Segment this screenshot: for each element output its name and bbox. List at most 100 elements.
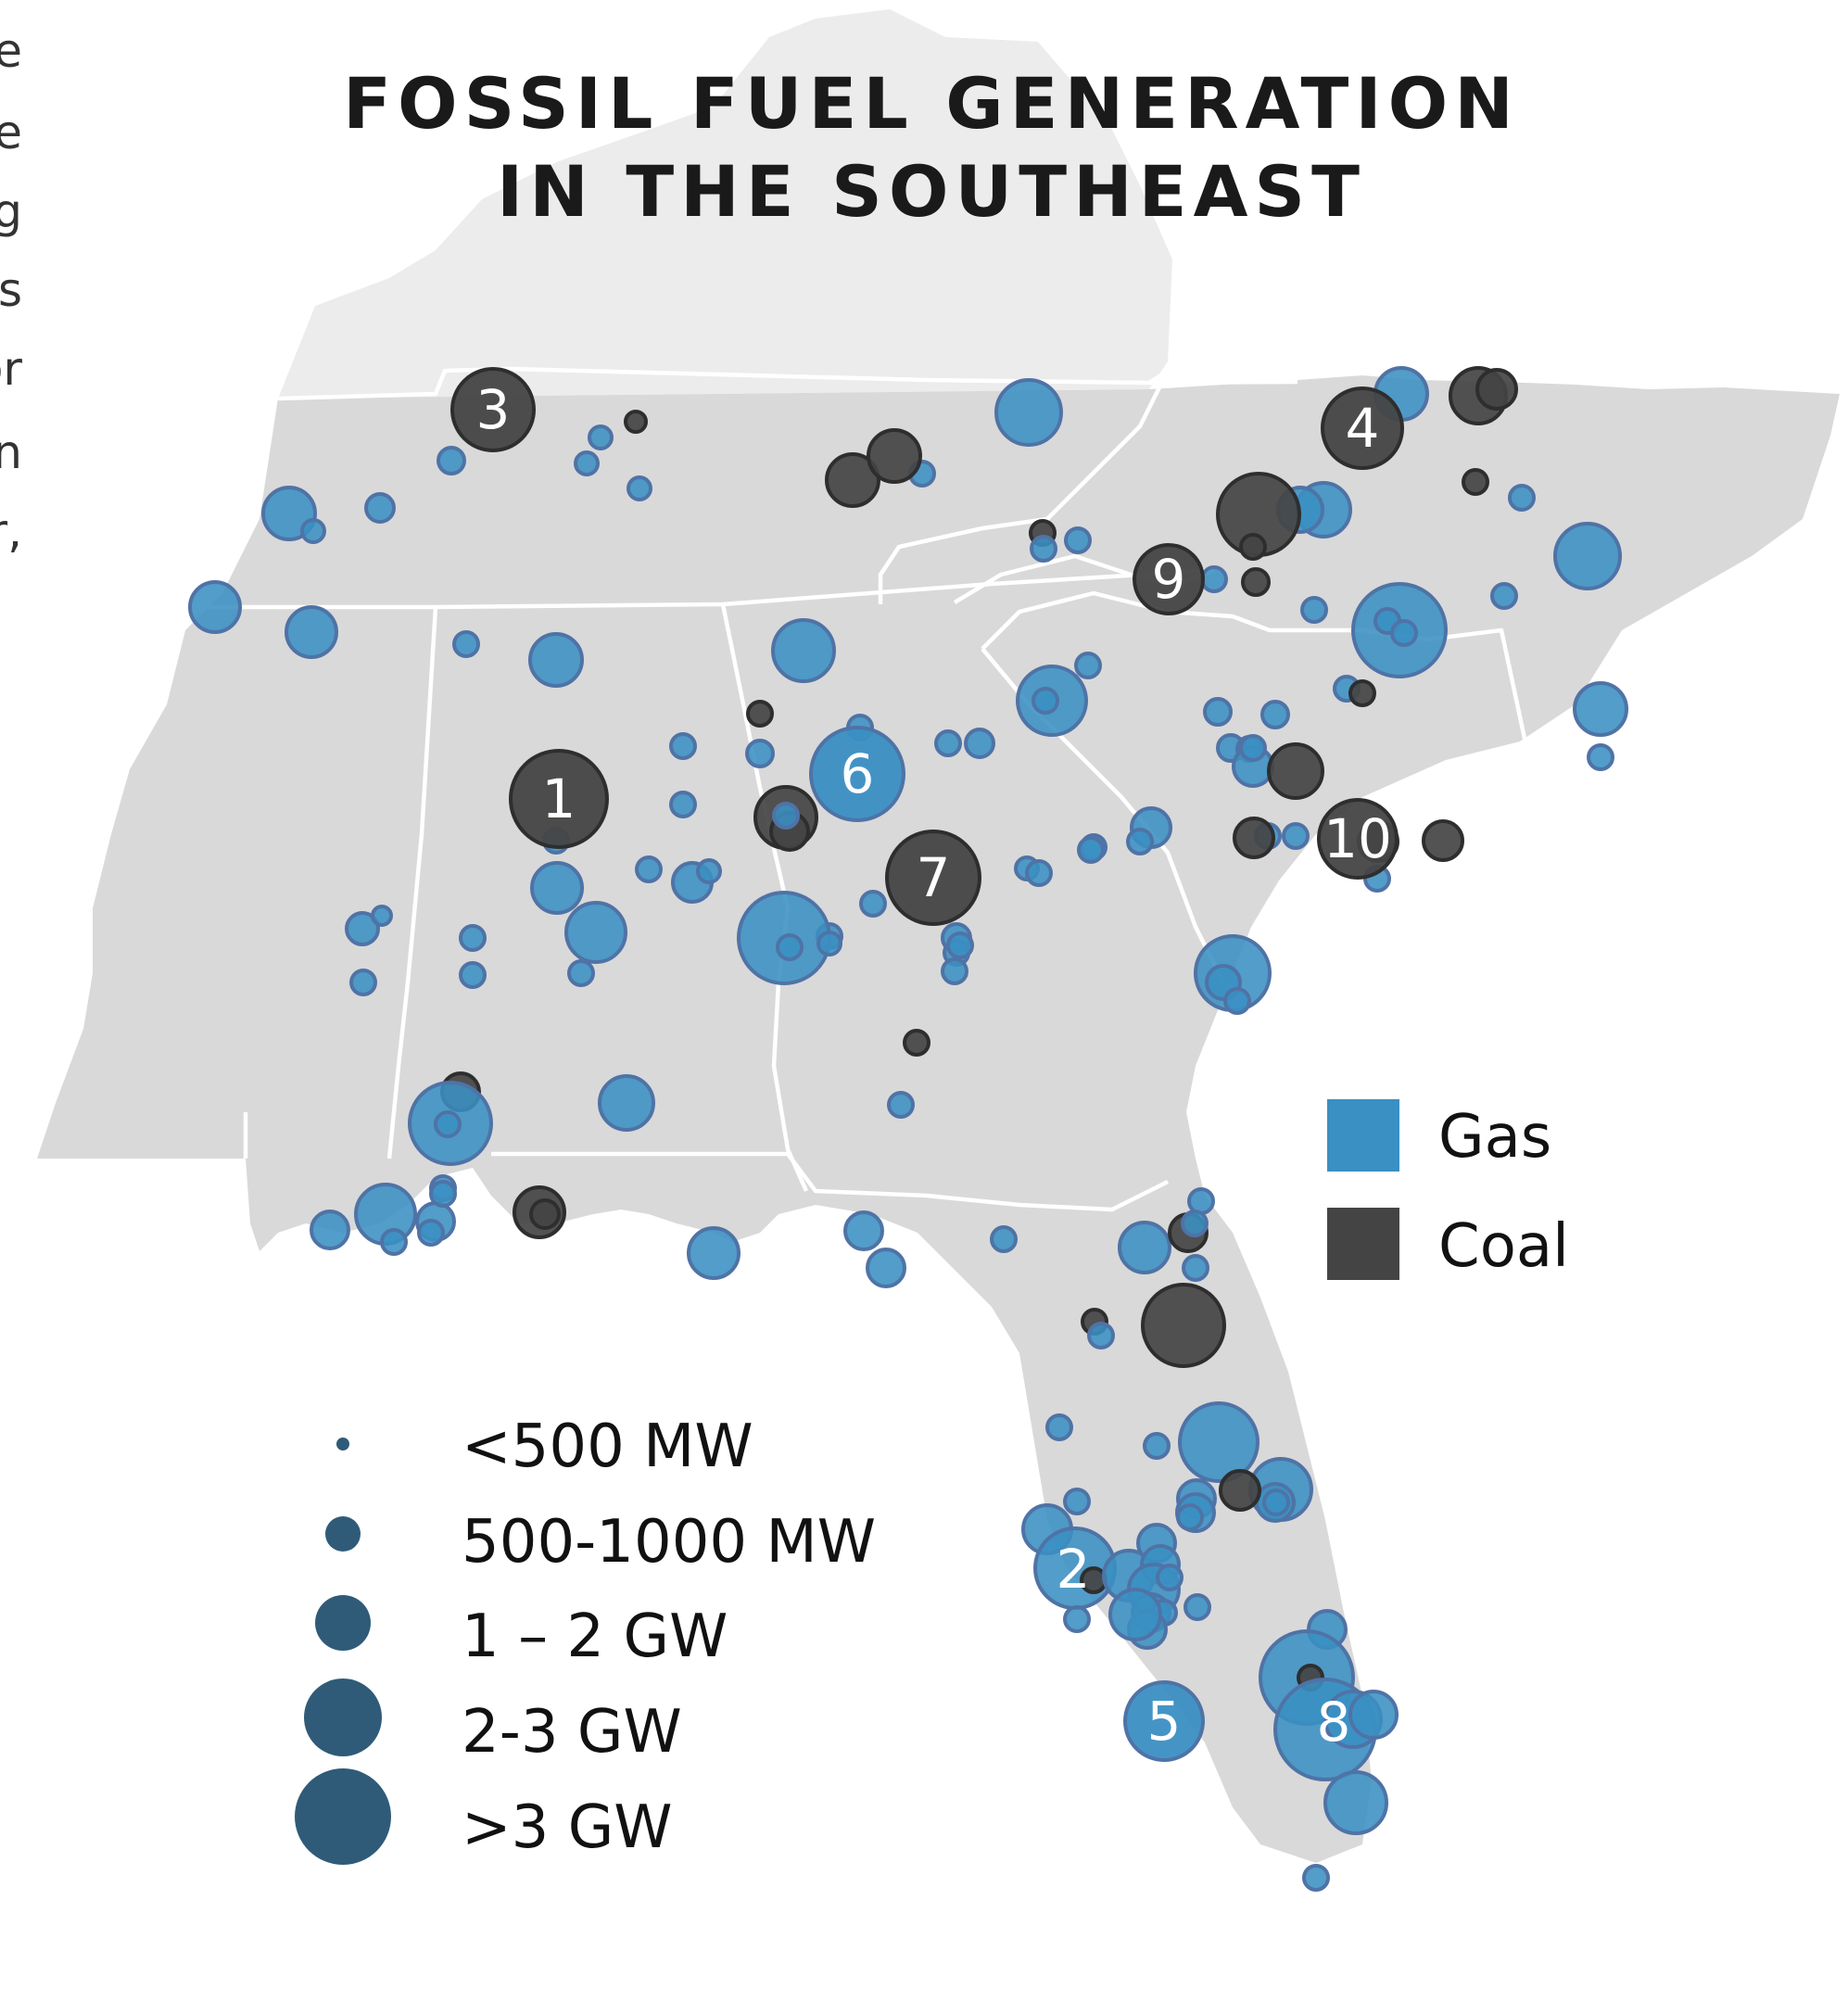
gas-plant-marker: [1587, 743, 1614, 771]
plant-rank-label: 1: [542, 767, 576, 830]
numbered-plant-marker-9: [1133, 543, 1205, 615]
gas-plant-marker: [567, 959, 595, 987]
plant-rank-label: 8: [1317, 1691, 1351, 1754]
numbered-plant-marker-3: [450, 367, 536, 452]
virginia-nc-border: [1147, 340, 1502, 385]
kentucky-shape: [278, 9, 1172, 399]
gas-plant-marker: [669, 732, 697, 760]
coal-plant-marker: [1141, 1283, 1226, 1368]
gas-plant-marker: [1045, 1413, 1073, 1441]
gas-plant-marker: [994, 378, 1063, 447]
southeast-land-mass: [37, 9, 1840, 1863]
map-title-line-1: FOSSIL FUEL GENERATION: [343, 62, 1520, 145]
intro-fragment: or: [0, 342, 22, 396]
gas-plant-marker: [380, 1228, 408, 1256]
gas-plant-marker: [1553, 522, 1622, 590]
numbered-plant-marker-7: [885, 830, 981, 926]
intro-text-fragments: e e g s or n r,: [0, 24, 22, 558]
gas-plant-marker: [530, 861, 584, 915]
power-plant-markers: [188, 366, 1628, 1892]
mississippi-alabama-border: [386, 606, 438, 1159]
gas-plant-marker: [452, 630, 480, 658]
gas-plant-marker: [1302, 1864, 1330, 1892]
size-legend-dot-m: [315, 1595, 371, 1651]
plant-rank-label: 4: [1346, 397, 1380, 460]
numbered-plant-marker-1: [509, 749, 609, 849]
intro-fragment: g: [0, 184, 22, 238]
numbered-plant-marker-5: [1123, 1680, 1205, 1762]
gas-plant-marker: [1300, 596, 1328, 624]
gas-plant-marker: [1064, 526, 1092, 554]
coal-plant-marker: [1233, 817, 1275, 859]
gas-plant-marker: [300, 518, 326, 544]
coal-legend-swatch: [1327, 1208, 1399, 1280]
plant-rank-label: 5: [1147, 1690, 1182, 1753]
coal-plant-marker: [867, 428, 922, 484]
gas-plant-marker: [1262, 1489, 1290, 1516]
gas-plant-marker: [574, 450, 600, 476]
gas-plant-marker: [1143, 1432, 1171, 1460]
gas-plant-marker: [843, 1210, 884, 1251]
coal-plant-marker: [746, 700, 774, 728]
capacity-size-legend: <500 MW 500-1000 MW 1 – 2 GW 2-3 GW >3 G…: [295, 1413, 876, 1865]
gas-legend-label: Gas: [1438, 1103, 1551, 1172]
coal-plant-marker: [529, 1198, 561, 1230]
gas-plant-marker: [1223, 987, 1251, 1015]
gas-plant-marker: [1108, 1588, 1162, 1641]
gas-plant-marker: [771, 618, 836, 683]
gas-plant-marker: [459, 924, 487, 952]
gas-plant-marker: [188, 580, 242, 634]
gas-plant-marker: [1282, 822, 1310, 850]
gas-plant-marker: [285, 605, 338, 659]
gas-plant-marker: [990, 1225, 1018, 1253]
gulf-panhandle-border: [491, 1151, 1170, 1212]
gas-plant-marker: [528, 632, 584, 688]
size-legend-dot-xl: [295, 1768, 391, 1865]
gas-plant-marker: [310, 1210, 350, 1250]
gas-plant-marker: [1183, 1593, 1211, 1621]
gas-plant-marker: [437, 446, 466, 475]
gas-plant-marker: [1490, 582, 1518, 610]
gas-plant-marker: [964, 728, 995, 759]
gas-plant-marker: [1156, 1564, 1183, 1591]
coal-plant-marker: [1219, 1469, 1261, 1512]
gas-plant-marker: [1176, 1503, 1204, 1531]
gas-plant-marker: [1178, 1401, 1259, 1483]
gas-plant-marker: [1025, 859, 1053, 887]
gas-plant-marker: [1200, 565, 1228, 593]
gas-plant-marker: [1348, 1690, 1399, 1740]
size-legend-dot-l: [304, 1679, 382, 1756]
gas-legend-swatch: [1327, 1099, 1399, 1172]
gas-plant-marker: [1203, 697, 1233, 727]
coal-plant-marker: [624, 410, 648, 434]
coal-plant-marker: [1348, 679, 1376, 707]
gas-plant-marker: [371, 905, 393, 927]
gas-plant-marker: [564, 901, 627, 964]
gas-plant-marker: [1118, 1221, 1171, 1274]
size-legend-label: 500-1000 MW: [462, 1508, 876, 1577]
coal-plant-marker: [1241, 567, 1271, 597]
gas-plant-marker: [1032, 687, 1059, 715]
gas-plant-marker: [1187, 1187, 1215, 1215]
gas-plant-marker: [745, 739, 775, 768]
gas-plant-marker: [627, 475, 652, 501]
gas-plant-marker: [934, 729, 962, 757]
gas-plant-marker: [635, 855, 663, 883]
gas-plant-marker: [946, 931, 974, 959]
gas-plant-marker: [941, 957, 968, 985]
gas-plant-marker: [364, 492, 396, 524]
gas-plant-marker: [345, 911, 380, 946]
nc-sc-border: [981, 590, 1532, 761]
intro-fragment: e: [0, 106, 22, 159]
coal-plant-marker: [903, 1029, 930, 1057]
plant-rank-label: 7: [917, 846, 951, 909]
gas-plant-marker: [1508, 484, 1536, 512]
gas-plant-marker: [776, 933, 804, 961]
coal-plant-marker: [1239, 533, 1267, 561]
gas-plant-marker: [1323, 1770, 1388, 1835]
numbered-plant-marker-10: [1317, 798, 1399, 880]
gas-plant-marker: [1063, 1605, 1091, 1633]
fuel-type-legend: Gas Coal: [1327, 1099, 1569, 1281]
